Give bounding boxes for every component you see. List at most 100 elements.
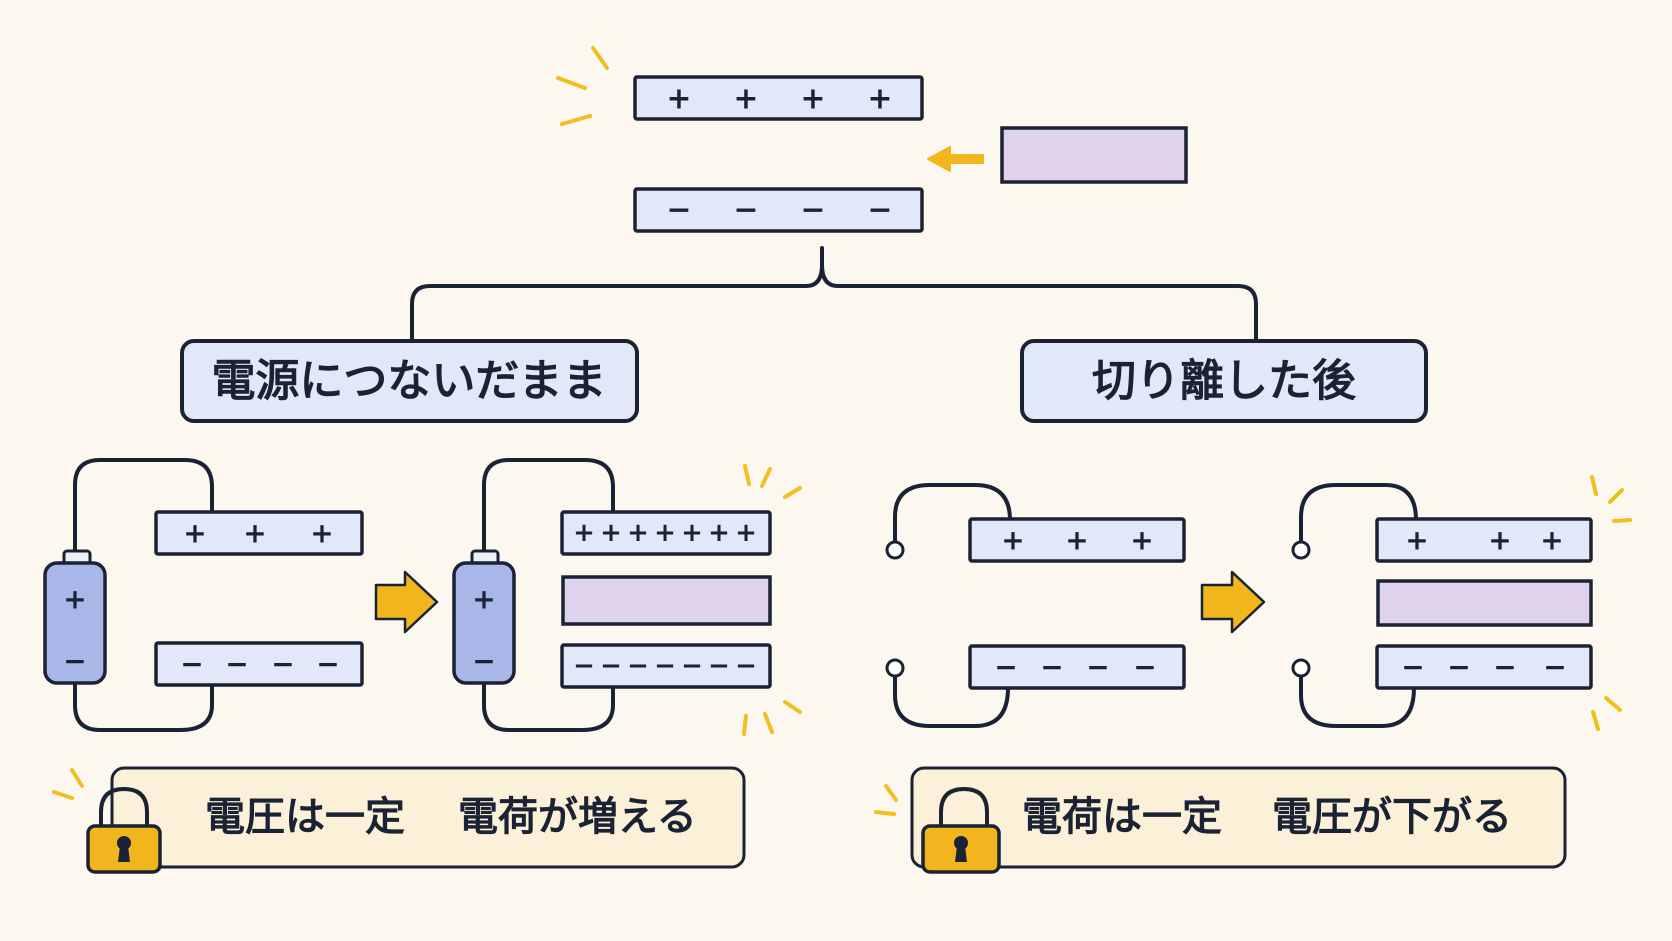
plate-sign: + <box>1540 524 1563 557</box>
plate-sign: − <box>316 648 339 681</box>
top-capacitor-negative-plate <box>633 187 924 233</box>
spark-icon <box>874 784 898 816</box>
note-right-box <box>910 766 1567 869</box>
positive-plate <box>968 517 1186 563</box>
spark-icon <box>1590 475 1632 523</box>
branch-right-label: 切り離した後 <box>1092 356 1357 407</box>
open-terminal <box>885 540 905 560</box>
branch-brace <box>410 246 1258 343</box>
plate-sign: − <box>180 648 203 681</box>
plate-sign: − <box>654 651 676 681</box>
plate-sign: + <box>183 517 206 550</box>
plate-sign: − <box>994 651 1017 684</box>
negative-plate <box>968 644 1186 690</box>
note-right: 電荷は一定 電圧が下がる <box>874 766 1567 874</box>
spark-icon <box>743 464 802 499</box>
branch-right-box <box>1020 339 1428 423</box>
negative-plate <box>560 643 772 689</box>
plate-sign: + <box>1488 524 1511 557</box>
open-terminal <box>1291 658 1311 678</box>
positive-plate <box>560 510 772 556</box>
plate-sign: + <box>1065 524 1088 557</box>
wire <box>73 458 214 566</box>
battery-plus: + <box>63 583 86 616</box>
plate-sign: + <box>800 82 825 117</box>
negative-plate <box>1375 644 1593 690</box>
plate-sign: − <box>708 651 730 681</box>
plate-sign: − <box>271 648 294 681</box>
plate-sign: + <box>243 517 266 550</box>
plate-sign: + <box>654 518 676 548</box>
plate-sign: + <box>733 82 758 117</box>
branch-left-box <box>180 339 639 423</box>
plate-sign: − <box>1447 651 1470 684</box>
battery-plus: + <box>472 583 495 616</box>
note-left-text-a: 電圧は一定 <box>205 794 405 840</box>
spark-icon <box>742 700 802 736</box>
dielectric-slab <box>1376 579 1593 627</box>
left-before-circuit: + − + + + − − − − <box>43 458 364 732</box>
plate-sign: − <box>1543 651 1566 684</box>
wire <box>1299 483 1418 544</box>
plate-sign: − <box>225 648 248 681</box>
negative-plate <box>154 641 364 687</box>
arrow-right-icon <box>374 570 439 634</box>
plate-sign: − <box>735 651 757 681</box>
wire <box>73 681 214 732</box>
battery-minus: − <box>472 645 495 678</box>
top-capacitor: + + + + − − − − <box>556 46 1188 233</box>
plate-sign: − <box>1133 651 1156 684</box>
plate-sign: + <box>573 518 595 548</box>
branch-left: 電源につないだまま <box>180 339 639 423</box>
lock-icon <box>921 786 1001 874</box>
plate-sign: − <box>573 651 595 681</box>
left-after-circuit: + − + + + + + + + − − − − − − − <box>452 458 802 736</box>
note-right-text-a: 電荷は一定 <box>1022 794 1222 840</box>
branch-right: 切り離した後 <box>1020 339 1428 423</box>
top-capacitor-positive-plate <box>633 75 924 121</box>
branch-left-label: 電源につないだまま <box>211 356 606 407</box>
battery-icon: + − <box>43 549 107 685</box>
right-before-circuit: + + + − − − − <box>885 483 1186 728</box>
plate-sign: + <box>600 518 622 548</box>
plate-sign: + <box>681 518 703 548</box>
note-left-box <box>110 766 746 869</box>
open-terminal <box>1291 540 1311 560</box>
plate-sign: − <box>733 193 758 228</box>
wire <box>1299 674 1416 728</box>
wire <box>893 483 1012 544</box>
spark-icon <box>1591 696 1622 731</box>
note-left-text-b: 電荷が増える <box>458 794 697 840</box>
plate-sign: − <box>666 193 691 228</box>
wire <box>482 458 615 566</box>
plate-sign: − <box>1086 651 1109 684</box>
plate-sign: + <box>867 82 892 117</box>
spark-icon <box>556 46 609 126</box>
open-terminal <box>885 658 905 678</box>
plate-sign: + <box>1130 524 1153 557</box>
plate-sign: − <box>627 651 649 681</box>
plate-sign: + <box>310 517 333 550</box>
arrow-right-icon <box>1200 570 1266 634</box>
lock-icon <box>86 786 162 874</box>
plate-sign: − <box>1401 651 1424 684</box>
battery-icon: + − <box>452 549 516 685</box>
positive-plate <box>1375 517 1593 563</box>
wire <box>482 681 615 732</box>
plate-sign: − <box>681 651 703 681</box>
spark-icon <box>52 768 84 800</box>
dielectric-slab <box>1000 126 1188 184</box>
battery-minus: − <box>63 645 86 678</box>
note-left: 電圧は一定 電荷が増える <box>52 766 746 874</box>
right-after-circuit: + + + − − − − <box>1291 475 1632 731</box>
plate-sign: − <box>867 193 892 228</box>
plate-sign: + <box>1001 524 1024 557</box>
plate-sign: − <box>1040 651 1063 684</box>
wire <box>893 674 1010 728</box>
note-right-text-b: 電圧が下がる <box>1272 794 1512 840</box>
dielectric-slab <box>561 575 772 626</box>
arrow-left-icon <box>927 146 984 172</box>
plate-sign: − <box>800 193 825 228</box>
plate-sign: + <box>627 518 649 548</box>
